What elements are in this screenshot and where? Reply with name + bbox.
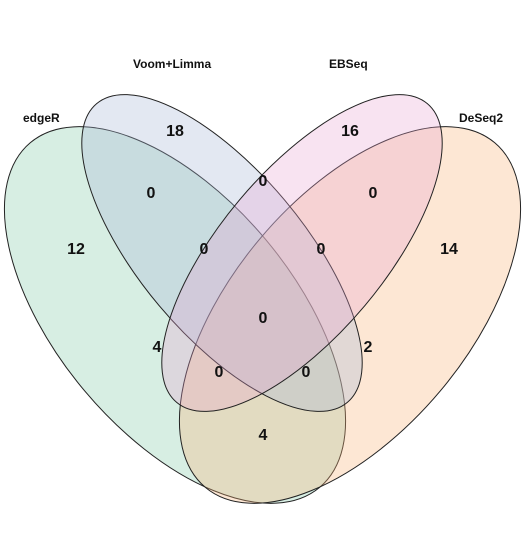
count-voom-deseq2: 2 bbox=[364, 339, 373, 356]
set-label-ebseq: EBSeq bbox=[329, 57, 368, 71]
count-edger-voom: 0 bbox=[147, 185, 156, 202]
count-edger-ebseq-deseq2: 0 bbox=[215, 364, 224, 381]
count-edger-voom-ebseq: 0 bbox=[200, 241, 209, 258]
count-edger-only: 12 bbox=[67, 241, 85, 258]
set-label-voom: Voom+Limma bbox=[133, 57, 211, 71]
count-edger-voom-deseq2: 0 bbox=[302, 364, 311, 381]
set-label-deseq2: DeSeq2 bbox=[459, 111, 503, 125]
set-ellipse-deseq2 bbox=[178, 126, 522, 504]
count-voom-only: 18 bbox=[166, 123, 184, 140]
set-ellipse-ebseq bbox=[161, 94, 443, 412]
count-all-four: 0 bbox=[259, 310, 268, 327]
count-ebseq-deseq2: 0 bbox=[369, 185, 378, 202]
count-voom-ebseq-deseq2: 0 bbox=[317, 241, 326, 258]
count-edger-deseq2: 4 bbox=[259, 427, 268, 444]
count-voom-ebseq: 0 bbox=[259, 173, 268, 190]
set-label-edger: edgeR bbox=[23, 111, 60, 125]
count-deseq2-only: 14 bbox=[440, 241, 458, 258]
count-ebseq-only: 16 bbox=[341, 123, 359, 140]
count-edger-ebseq: 4 bbox=[153, 339, 162, 356]
set-ellipse-voom bbox=[81, 94, 363, 412]
